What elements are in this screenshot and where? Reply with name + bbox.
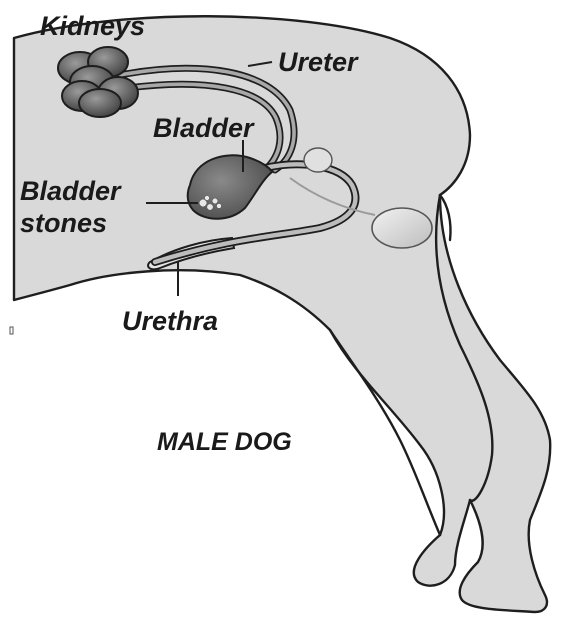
stray-mark — [10, 327, 13, 334]
label-ureter: Ureter — [278, 47, 359, 77]
label-bladder-stones-line1: Bladder — [20, 176, 122, 206]
label-kidneys: Kidneys — [40, 11, 145, 41]
caption-male-dog: MALE DOG — [157, 428, 292, 456]
label-bladder-stones-line2: stones — [20, 208, 107, 238]
testis — [372, 208, 432, 248]
label-urethra: Urethra — [122, 306, 218, 336]
prostate — [304, 148, 332, 172]
label-bladder: Bladder — [153, 113, 255, 143]
kidneys-organ — [58, 47, 138, 117]
